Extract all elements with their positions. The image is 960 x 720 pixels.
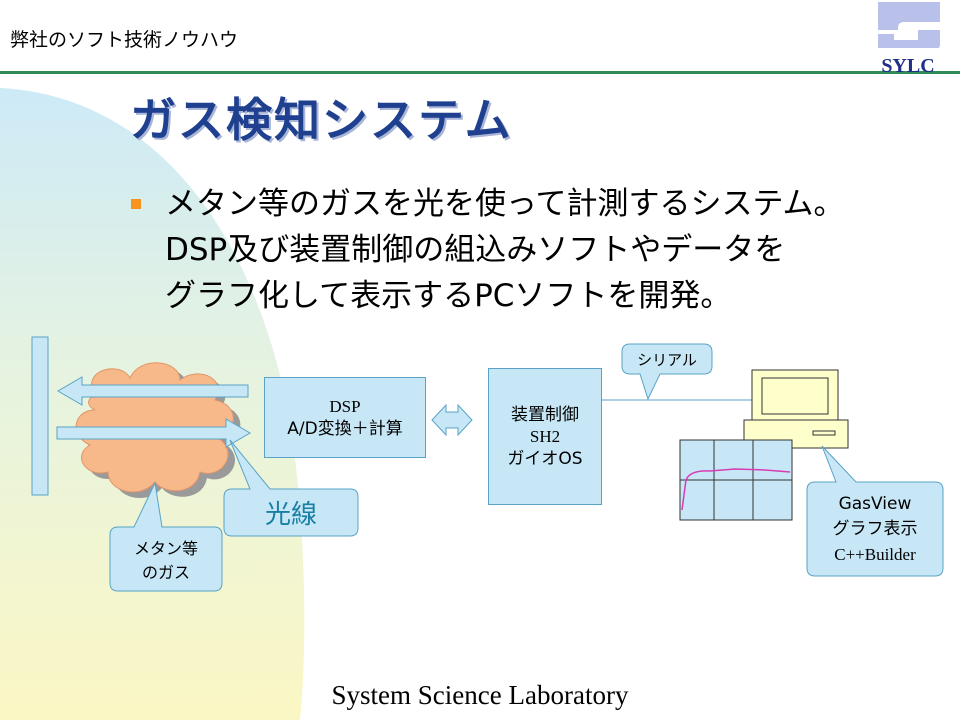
gas-callout-text: メタン等 のガス	[110, 527, 222, 591]
pc-icon	[743, 369, 849, 449]
bidirectional-arrow	[431, 403, 473, 437]
dsp-box: DSP A/D変換＋計算	[264, 377, 426, 458]
control-label: 装置制御	[511, 404, 579, 425]
gas-callout-bubble	[109, 481, 223, 592]
serial-callout-text: シリアル	[637, 350, 697, 369]
app-callout-bubble	[806, 445, 944, 577]
control-os-label: ガイオOS	[507, 448, 583, 469]
sylc-logo-icon: SYLC	[878, 2, 940, 77]
header-divider	[0, 71, 960, 74]
serial-callout-bubble	[621, 343, 713, 401]
slide-title: ガス検知システム	[130, 93, 513, 147]
bullet-line-3: グラフ化して表示するPCソフトを開発。	[165, 278, 732, 314]
bullet-line-1: メタン等のガスを光を使って計測するシステム。	[165, 186, 845, 222]
light-beam-return-arrow	[57, 376, 249, 406]
light-callout-bubble	[223, 439, 359, 537]
control-cpu-label: SH2	[529, 426, 561, 446]
app-callout-text: GasView グラフ表示 C++Builder	[807, 482, 943, 576]
gas-callout-line-1: メタン等	[133, 539, 198, 558]
app-callout-line-2: グラフ表示	[832, 518, 918, 539]
light-callout-text: 光線	[264, 500, 317, 530]
dsp-label: DSP	[329, 396, 361, 416]
graph-window-icon	[679, 439, 793, 521]
app-callout-line-3: C++Builder	[834, 544, 916, 564]
dsp-sublabel: A/D変換＋計算	[287, 418, 403, 439]
control-box: 装置制御 SH2 ガイオOS	[488, 368, 602, 505]
bullet-line-2: DSP及び装置制御の組込みソフトやデータを	[165, 232, 786, 268]
footer-text: System Science Laboratory	[331, 680, 629, 710]
logo-text: SYLC	[881, 55, 934, 77]
bullet-paragraph: メタン等のガスを光を使って計測するシステム。 DSP及び装置制御の組込みソフトや…	[165, 181, 845, 319]
bullet-marker	[131, 199, 141, 209]
light-beam-outgoing-arrow	[56, 418, 251, 448]
sensor-plate	[31, 336, 49, 496]
header-title: 弊社のソフト技術ノウハウ	[10, 29, 239, 51]
gas-callout-line-2: のガス	[141, 563, 190, 582]
app-callout-line-1: GasView	[838, 493, 912, 514]
